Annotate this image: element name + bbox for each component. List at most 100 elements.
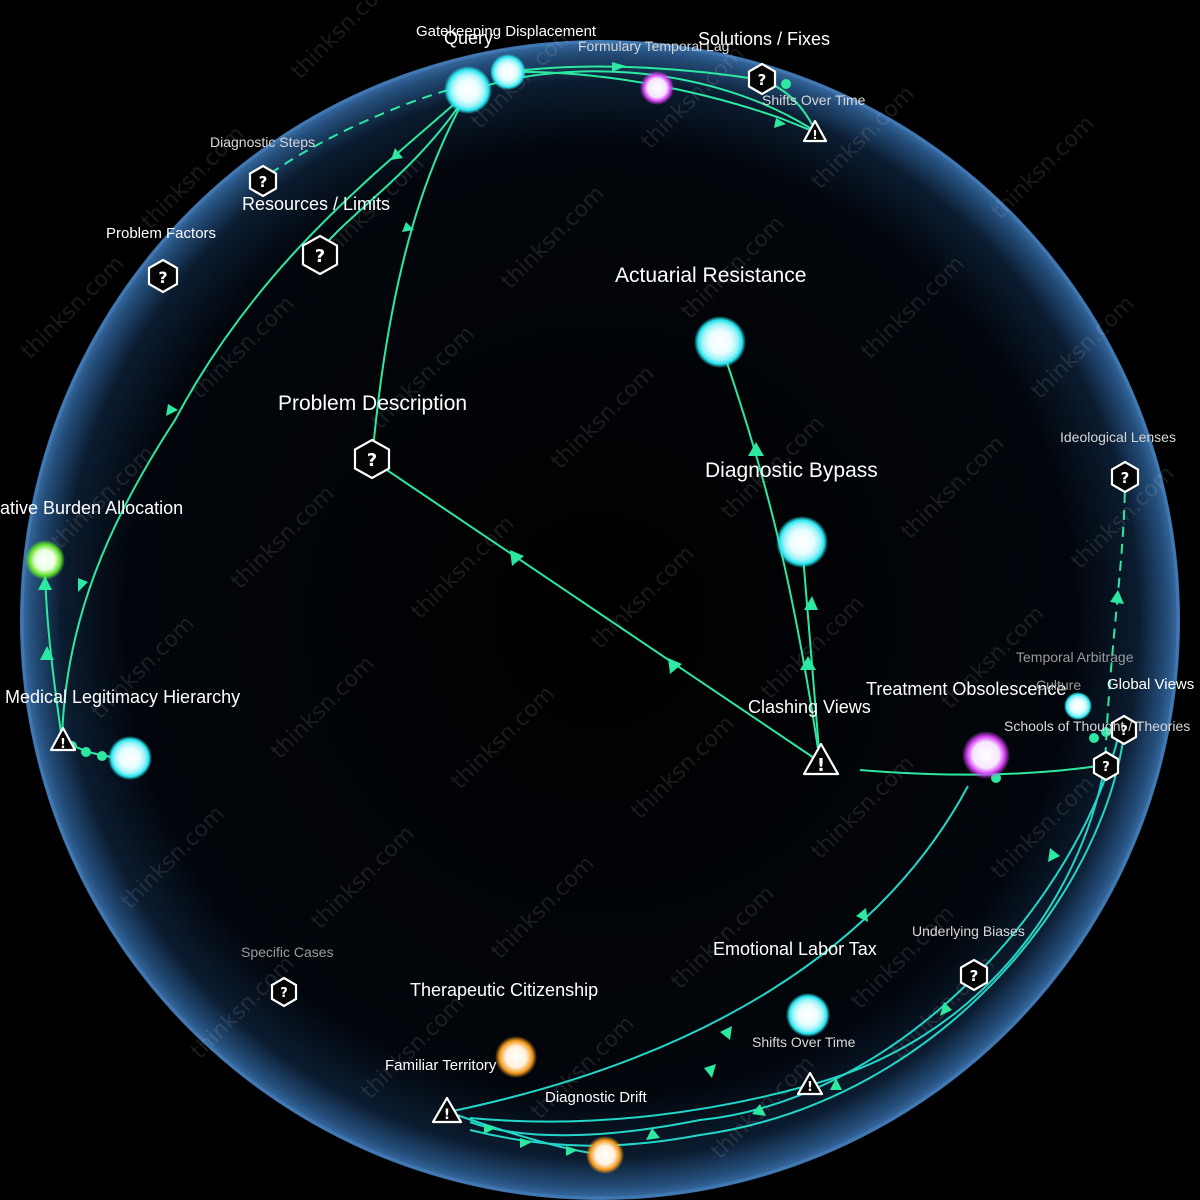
question-hexagon-icon[interactable] [301, 234, 339, 276]
sphere-background [20, 40, 1180, 1200]
node-problem-description[interactable]: ? Problem Description [278, 392, 467, 480]
node-circle[interactable] [776, 516, 828, 568]
arrowhead [774, 118, 786, 128]
node-circle[interactable] [108, 736, 152, 780]
node-diagnostic-steps[interactable]: ? Diagnostic Steps [210, 134, 315, 198]
node-label: Culture [1036, 677, 1081, 693]
question-hexagon-icon[interactable] [747, 62, 777, 96]
node-label: Treatment Obsolescence [866, 679, 1066, 699]
node-culture[interactable]: ? Culture [1036, 677, 1138, 746]
arrowhead [748, 442, 764, 456]
arrowhead [668, 658, 682, 674]
node-label: Shifts Over Time [762, 92, 866, 108]
node-label: Ideological Lenses [1060, 429, 1176, 445]
edge [261, 89, 449, 181]
question-glyph: ? [1120, 724, 1128, 739]
warning-glyph: ! [812, 128, 817, 142]
node-circle[interactable] [1064, 692, 1092, 720]
node-treatment-obsolescence[interactable]: Treatment Obsolescence [866, 679, 1066, 779]
node-label: Clashing Views [748, 697, 871, 717]
node-circle[interactable] [586, 1136, 624, 1174]
edge [319, 91, 469, 253]
question-glyph: ? [758, 71, 767, 89]
node-circle[interactable] [786, 993, 830, 1037]
question-hexagon-icon[interactable] [270, 976, 298, 1008]
node-gatekeeping-displacement[interactable]: Gatekeeping Displacement [416, 23, 597, 90]
warning-triangle-icon[interactable] [802, 742, 840, 776]
question-hexagon-icon[interactable] [1110, 714, 1138, 746]
node-circle[interactable] [495, 1036, 537, 1078]
question-hexagon-icon[interactable] [353, 438, 391, 480]
question-glyph: ? [280, 986, 288, 1001]
arrowhead [166, 404, 178, 416]
question-glyph: ? [259, 173, 268, 191]
question-hexagon-icon[interactable] [248, 164, 278, 198]
node-medical-legitimacy-hierarchy[interactable]: ! Medical Legitimacy Hierarchy [5, 687, 240, 780]
node-global-views[interactable]: Global Views [1107, 676, 1194, 693]
watermark-text: thinksn.com [987, 111, 1100, 224]
node-shifts-over-time-bottom[interactable]: ! Shifts Over Time [752, 1034, 856, 1096]
node-shifts-over-time-top[interactable]: ! Shifts Over Time [762, 92, 866, 143]
watermark-text: thinksn.com [287, 0, 400, 84]
edge [469, 729, 1121, 1137]
node-ideological-lenses[interactable]: ? Ideological Lenses [1060, 429, 1176, 494]
node-circle[interactable] [962, 731, 1010, 779]
node-actuarial-resistance[interactable]: Actuarial Resistance [615, 264, 806, 368]
arrowhead [752, 1104, 766, 1116]
node-clashing-views[interactable]: ! Clashing Views [748, 697, 871, 776]
arrowhead [720, 1026, 732, 1040]
edge [1104, 475, 1126, 766]
node-query[interactable]: Query [444, 28, 493, 114]
node-label: Medical Legitimacy Hierarchy [5, 687, 240, 707]
question-hexagon-icon[interactable] [147, 258, 179, 294]
arrowhead [800, 656, 816, 670]
arrowhead [704, 1064, 716, 1078]
node-circle[interactable] [694, 316, 746, 368]
warning-triangle-icon[interactable] [431, 1096, 463, 1124]
arrowhead [566, 1146, 578, 1156]
node-solutions-fixes[interactable]: ? Solutions / Fixes [698, 29, 830, 96]
node-label: Therapeutic Citizenship [410, 980, 598, 1000]
node-therapeutic-citizenship[interactable]: Therapeutic Citizenship [410, 980, 598, 1078]
node-circle[interactable] [444, 66, 492, 114]
arrowhead [510, 550, 524, 566]
question-glyph: ? [1121, 469, 1130, 487]
node-specific-cases[interactable]: ? Specific Cases [241, 944, 334, 1008]
edge [801, 541, 821, 763]
node-label: Resources / Limits [242, 194, 390, 214]
question-glyph: ? [158, 268, 167, 287]
node-circle[interactable] [640, 71, 674, 105]
question-hexagon-icon[interactable] [1092, 750, 1120, 782]
node-label: Diagnostic Bypass [705, 459, 878, 482]
node-resources-limits[interactable]: ? Resources / Limits [242, 194, 390, 276]
node-schools-of-thought[interactable]: ? Schools of Thought / Theories [1004, 718, 1190, 782]
node-temporal-arbitrage[interactable]: Temporal Arbitrage [1016, 649, 1134, 720]
arrowhead [402, 222, 414, 232]
question-hexagon-icon[interactable] [1110, 460, 1140, 494]
edge-dot [781, 79, 791, 89]
node-label: Query [444, 28, 493, 48]
arrowhead [830, 1078, 842, 1090]
node-label: Global Views [1107, 676, 1194, 693]
warning-glyph: ! [807, 1080, 813, 1095]
node-familiar-territory[interactable]: ! Familiar Territory [385, 1057, 497, 1124]
node-label: Formulary Temporal Lag [578, 38, 729, 54]
arrowhead [484, 1124, 496, 1134]
node-diagnostic-bypass[interactable]: Diagnostic Bypass [705, 459, 878, 568]
node-emotional-labor-tax[interactable]: Emotional Labor Tax [713, 939, 877, 1037]
node-underlying-biases[interactable]: ? Underlying Biases [912, 923, 1025, 992]
node-circle[interactable] [490, 54, 526, 90]
node-circle[interactable] [25, 540, 65, 580]
question-glyph: ? [1102, 760, 1110, 775]
edge [469, 764, 1106, 1123]
arrowhead [856, 908, 868, 922]
question-hexagon-icon[interactable] [959, 958, 989, 992]
node-formulary-temporal-lag[interactable]: Formulary Temporal Lag [578, 38, 729, 105]
node-diagnostic-drift[interactable]: Diagnostic Drift [545, 1089, 648, 1174]
node-burden-allocation[interactable]: ative Burden Allocation [0, 498, 183, 580]
warning-triangle-icon[interactable] [802, 119, 828, 143]
node-problem-factors[interactable]: ? Problem Factors [106, 225, 216, 294]
warning-triangle-icon[interactable] [796, 1071, 824, 1096]
warning-triangle-icon[interactable] [49, 726, 77, 752]
